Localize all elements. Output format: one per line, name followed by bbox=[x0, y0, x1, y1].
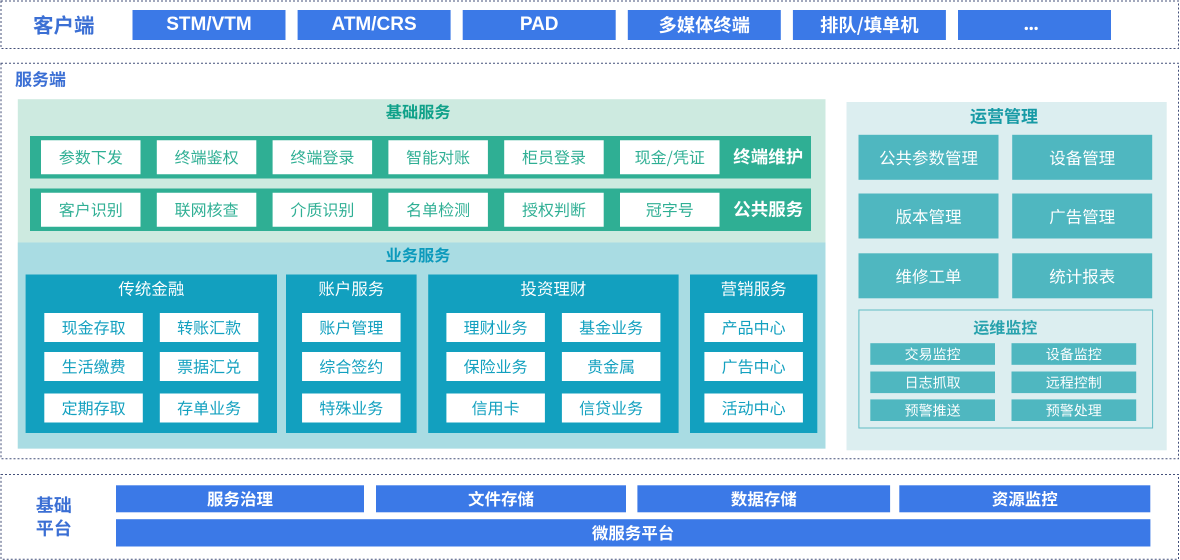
svg-text:ATM/CRS: ATM/CRS bbox=[332, 14, 417, 35]
svg-text:STM/VTM: STM/VTM bbox=[166, 14, 252, 35]
svg-text:PAD: PAD bbox=[520, 14, 559, 35]
